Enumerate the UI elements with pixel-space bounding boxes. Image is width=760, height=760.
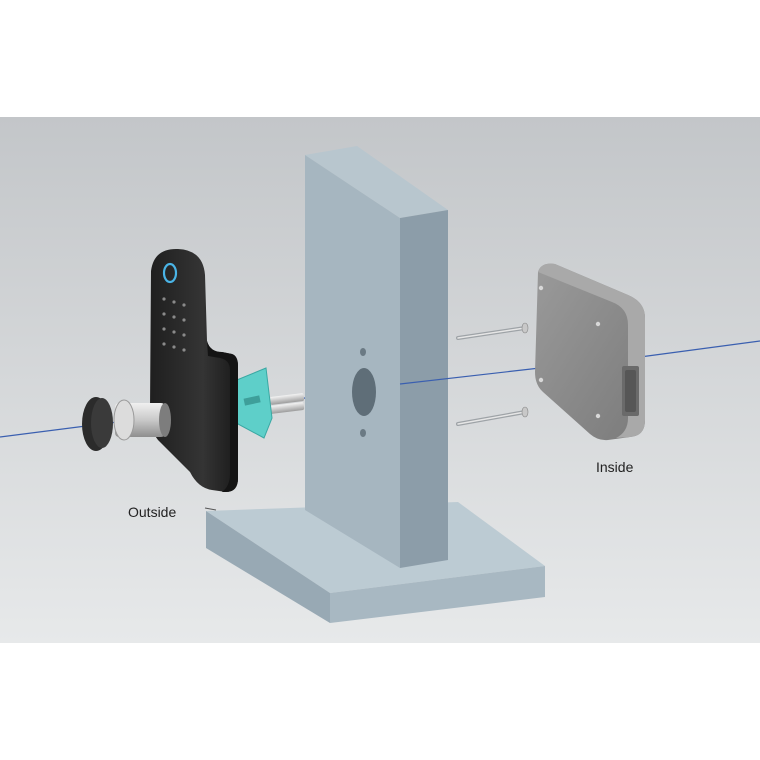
inner-lock-box	[535, 263, 645, 441]
outer-knob	[82, 397, 171, 451]
outside-label: Outside	[128, 504, 177, 520]
wall-center-hole	[352, 368, 376, 416]
mounting-screws	[456, 322, 529, 426]
wall-block	[305, 146, 448, 568]
inside-label: Inside	[596, 459, 634, 475]
fingerprint-sensor-icon	[162, 262, 178, 284]
wall-screw-hole-bottom	[360, 429, 366, 437]
outer-fingerprint-lock	[150, 248, 238, 492]
spindle-bolts	[269, 393, 305, 414]
keypad-buttons	[162, 297, 186, 352]
mounting-bracket	[231, 367, 273, 439]
wall-screw-hole-top	[360, 348, 366, 356]
outside-leader-line	[204, 507, 217, 511]
